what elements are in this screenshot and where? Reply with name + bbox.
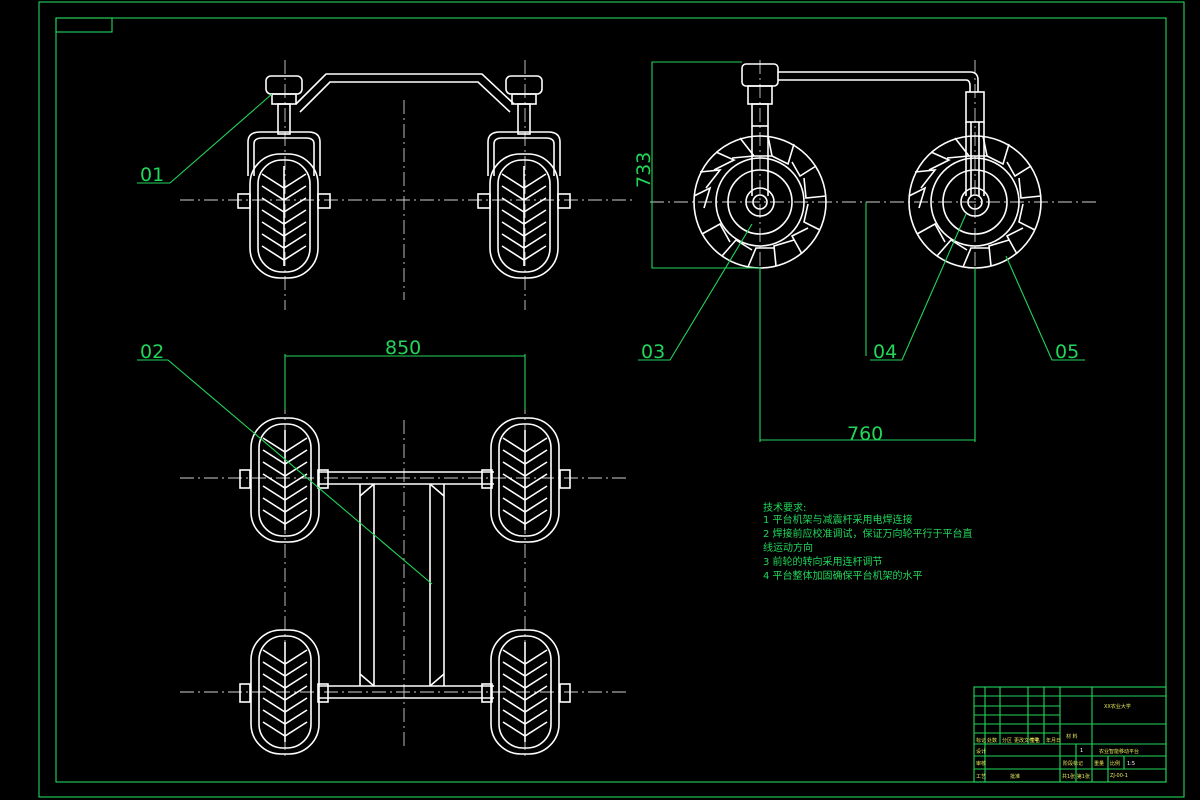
tb-role-design: 设计: [976, 748, 986, 755]
technical-notes: 技术要求: 1 平台机架与减震杆采用电焊连接 2 焊接前应校准调试，保证万向轮平…: [763, 501, 973, 582]
tb-header-1: 标记: [976, 737, 986, 744]
tb-header-6: 年月日: [1046, 737, 1061, 744]
tb-scale-label: 比例: [1110, 760, 1120, 767]
tb-drawing-no: ZJ-00-1: [1110, 773, 1128, 779]
part-label-01: 01: [140, 164, 164, 186]
side-view: 733 760: [633, 60, 1100, 445]
tb-material-label: 材 料: [1066, 733, 1078, 740]
plan-view: 850: [180, 337, 630, 760]
notes-line-2: 2 焊接前应校准调试，保证万向轮平行于平台直: [763, 527, 973, 540]
notes-line-1: 1 平台机架与减震杆采用电焊连接: [763, 513, 913, 526]
part-leaders: 01 02 03 04 05: [137, 93, 1085, 585]
tb-scale: 1:5: [1127, 761, 1135, 767]
tb-header-2: 处数: [987, 737, 997, 744]
tb-header-5: 签名: [1030, 737, 1040, 744]
tb-quantity: 1: [1080, 748, 1083, 754]
tb-role-process: 工艺: [976, 774, 986, 780]
dimension-733: 733: [633, 152, 655, 188]
inner-frame: [55, 17, 1167, 783]
front-view: [180, 60, 635, 310]
dimension-760: 760: [847, 423, 883, 445]
notes-line-4: 3 前轮的转向采用连杆调节: [763, 555, 883, 568]
part-label-02: 02: [140, 341, 164, 363]
tb-header-3: 分区: [1002, 737, 1012, 744]
part-label-03: 03: [641, 341, 665, 363]
tb-role-review: 审核: [976, 760, 986, 767]
part-label-04: 04: [873, 341, 897, 363]
outer-frame: [38, 1, 1185, 798]
tb-drawing-name: 农业智能移动平台: [1099, 748, 1139, 755]
notes-title: 技术要求:: [763, 501, 806, 514]
tb-weight-label: 重量: [1094, 760, 1104, 767]
part-label-05: 05: [1055, 341, 1079, 363]
corner-box: [55, 17, 113, 33]
tb-header-4: 更改文件号: [1014, 737, 1039, 744]
notes-line-3: 线运动方向: [763, 541, 813, 554]
dimension-850: 850: [385, 337, 421, 359]
title-block: XX农业大学 农业智能移动平台 ZJ-00-1 材 料 阶段标记 1 重量 比例…: [973, 686, 1167, 783]
tb-school: XX农业大学: [1104, 703, 1131, 710]
tb-role-approve: 批准: [1010, 773, 1020, 780]
notes-line-5: 4 平台整体加固确保平台机架的水平: [763, 569, 923, 582]
tb-sheet: 共1张 第1张: [1062, 773, 1090, 780]
tb-stage-label: 阶段标记: [1063, 760, 1083, 767]
